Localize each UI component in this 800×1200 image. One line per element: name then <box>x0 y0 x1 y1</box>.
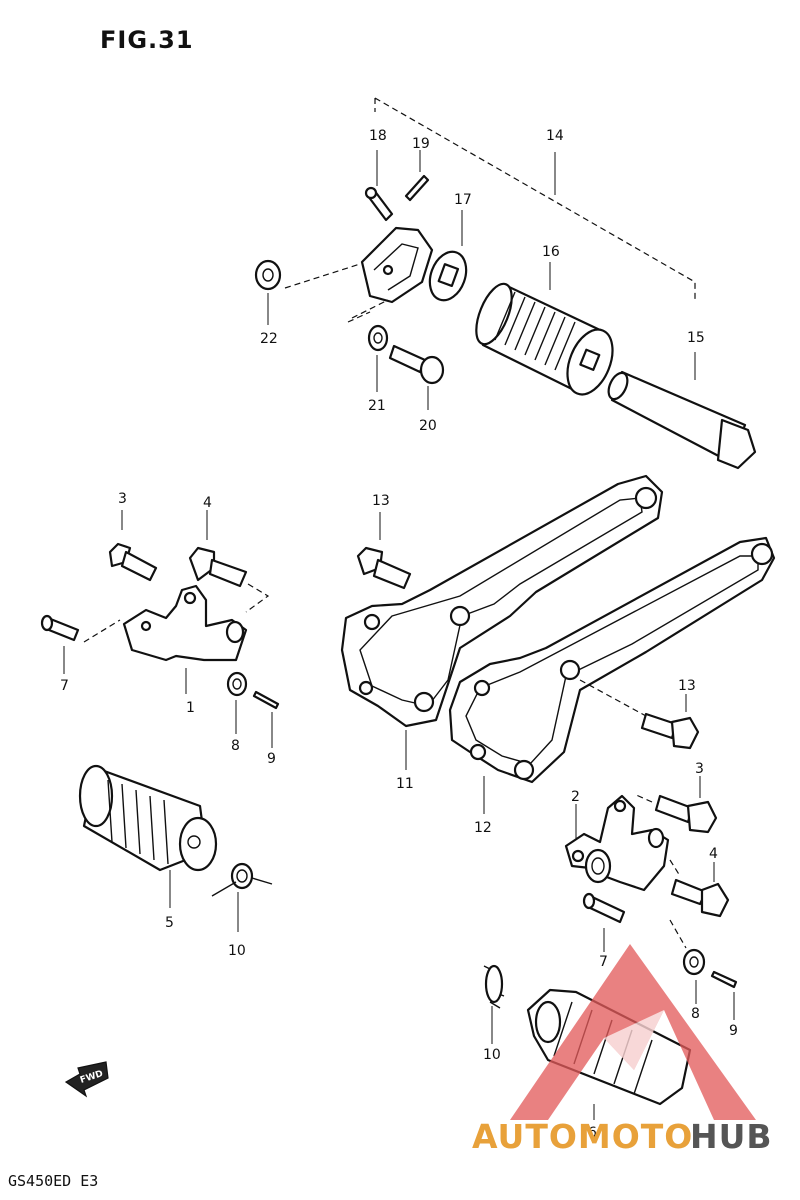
part-18-pin <box>364 186 394 222</box>
part-4-bolt-right <box>670 878 730 918</box>
callout-14: 14 <box>546 128 564 144</box>
part-12-bracket <box>448 536 776 784</box>
part-8-washer-right <box>682 948 706 976</box>
callout-15: 15 <box>687 330 705 346</box>
callout-8-left: 8 <box>231 738 240 754</box>
callout-11: 11 <box>396 776 414 792</box>
part-3-bolt-left <box>108 542 158 582</box>
callout-6: 6 <box>588 1125 597 1141</box>
callout-7-left: 7 <box>60 678 69 694</box>
callout-16: 16 <box>542 244 560 260</box>
part-17-holder <box>360 226 434 304</box>
callout-21: 21 <box>368 398 386 414</box>
callout-19: 19 <box>412 136 430 152</box>
callout-12: 12 <box>474 820 492 836</box>
part-16-footrest-rubber <box>475 282 614 396</box>
callout-20: 20 <box>419 418 437 434</box>
part-10-spring-left <box>211 862 273 897</box>
callout-22: 22 <box>260 331 278 347</box>
part-1-bracket <box>122 584 248 662</box>
callout-3-right: 3 <box>695 761 704 777</box>
part-7-pin-left <box>40 614 80 642</box>
part-2-bracket-right <box>564 794 670 892</box>
part-15-footrest-shaft <box>607 370 757 470</box>
part-11-bracket <box>340 474 664 728</box>
callout-7-right: 7 <box>599 954 608 970</box>
part-4-bolt-left <box>188 546 248 588</box>
watermark-logo <box>510 944 756 1120</box>
part-10-spring-right <box>483 964 505 1009</box>
watermark-text-hub: HUB <box>690 1117 773 1156</box>
callout-3-left: 3 <box>118 491 127 507</box>
part-13-bolt-upper <box>356 546 412 590</box>
callout-18: 18 <box>369 128 387 144</box>
callout-13-upper: 13 <box>372 493 390 509</box>
part-22-washer <box>254 259 282 291</box>
callout-17: 17 <box>454 192 472 208</box>
part-20-bolt <box>388 344 445 385</box>
callout-8-right: 8 <box>691 1006 700 1022</box>
callout-5: 5 <box>165 915 174 931</box>
watermark-text-automoto: AUTOMOTO <box>472 1117 693 1156</box>
part-17-spacer <box>428 250 468 302</box>
part-13-bolt-lower <box>640 712 700 750</box>
fwd-arrow-icon <box>64 1061 109 1098</box>
model-code: GS450ED E3 <box>8 1172 99 1190</box>
part-9-cotter-right <box>710 970 738 989</box>
callout-4-right: 4 <box>709 846 718 862</box>
callout-1: 1 <box>186 700 195 716</box>
part-3-bolt-right <box>654 794 718 834</box>
callout-9-left: 9 <box>267 751 276 767</box>
part-9-cotter-left <box>252 690 280 710</box>
part-8-washer-left <box>226 671 248 697</box>
callout-2: 2 <box>571 789 580 805</box>
callout-10-left: 10 <box>228 943 246 959</box>
part-21-washer <box>367 324 389 352</box>
part-5-footrest-left <box>78 764 218 872</box>
part-19-cotter-pin <box>404 174 430 202</box>
callout-10-right: 10 <box>483 1047 501 1063</box>
callout-13-lower: 13 <box>678 678 696 694</box>
part-7-pin-right <box>582 892 626 924</box>
assembly-bracket-14 <box>374 97 696 300</box>
figure-title: FIG.31 <box>100 26 194 54</box>
callout-4-left: 4 <box>203 495 212 511</box>
callout-9-right: 9 <box>729 1023 738 1039</box>
